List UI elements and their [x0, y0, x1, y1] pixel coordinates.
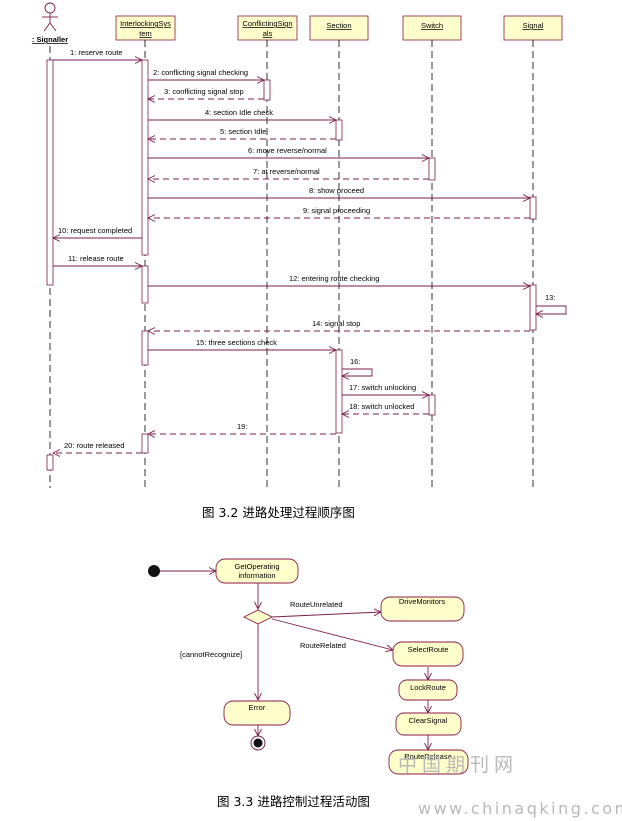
- actor-head: [44, 2, 56, 14]
- lifeline-header-switch: Switch: [402, 15, 462, 41]
- actor-signaller: : Signaller: [32, 2, 68, 44]
- activation-interlocking-4: [141, 433, 149, 454]
- activity-edges: [160, 571, 428, 750]
- msg-label-16: 16:: [350, 357, 360, 366]
- msg-label-6: 6: move reverse/normal: [248, 146, 327, 155]
- activation-signal-1: [529, 196, 537, 220]
- lifeline-header-signal: Signal: [503, 15, 563, 41]
- activation-signaller-1: [46, 59, 54, 286]
- node-get-operating-label-2: information: [238, 571, 275, 580]
- msg-label-4: 4: section Idle check: [205, 108, 273, 117]
- msg-label-7: 7: at reverse/normal: [253, 167, 320, 176]
- node-get-operating: GetOperating information: [215, 558, 299, 584]
- node-clear-signal-label: ClearSignal: [409, 716, 448, 725]
- initial-node: [148, 565, 160, 577]
- lifeline-header-interlocking: InterlockingSys tem: [115, 15, 176, 41]
- activation-interlocking-2: [141, 265, 149, 304]
- sequence-caption: 图 3.2 进路处理过程顺序图: [202, 505, 355, 520]
- activation-signal-2: [529, 284, 537, 331]
- node-lock-route-label: LockRoute: [410, 683, 446, 692]
- message-arrows: [53, 60, 567, 453]
- lifeline-label-interlocking-1: InterlockingSys: [120, 19, 171, 28]
- lifeline-label-conflicting-1: ConflictingSign: [242, 19, 292, 28]
- activity-diagram: GetOperating information DriveMonitors S…: [148, 558, 469, 809]
- lifeline-label-switch: Switch: [421, 21, 443, 30]
- msg-label-17: 17: switch unlocking: [349, 383, 416, 392]
- activation-section-2: [335, 349, 343, 434]
- final-node: [250, 735, 266, 751]
- lifeline-label-section: Section: [326, 21, 351, 30]
- lifelines: [49, 40, 534, 488]
- decision-node: [242, 609, 274, 625]
- node-drive-monitors: DriveMonitors: [380, 596, 465, 622]
- msg-label-19: 19:: [237, 422, 247, 431]
- guard-route-related: RouteRelated: [300, 641, 346, 650]
- msg-label-15: 15: three sections check: [196, 338, 277, 347]
- msg-arrow-13: [536, 305, 567, 314]
- node-route-release-label: RouteRelease: [404, 752, 452, 761]
- actor-leg-right: [49, 22, 57, 32]
- msg-label-13: 13:: [545, 293, 555, 302]
- msg-label-3: 3: conflicting signal stop: [164, 87, 244, 96]
- msg-label-8: 8: show proceed: [309, 186, 364, 195]
- activation-interlocking-1: [141, 59, 149, 256]
- lifeline-label-conflicting-2: als: [263, 29, 273, 38]
- activation-switch-2: [428, 394, 436, 416]
- node-lock-route: LockRoute: [398, 679, 458, 701]
- msg-label-2: 2: conflicting signal checking: [153, 68, 248, 77]
- actor-leg-left: [43, 22, 51, 32]
- node-error: Error: [223, 700, 291, 726]
- guard-cannot-recognize: [cannotRecognize]: [180, 650, 242, 659]
- node-get-operating-label-1: GetOperating: [234, 562, 279, 571]
- message-labels: 1: reserve route 2: conflicting signal c…: [58, 48, 555, 450]
- activation-conflicting: [263, 79, 271, 101]
- watermark: 中国期刊网 www.chinaqking.com: [398, 754, 622, 818]
- edge-decision-to-select: [271, 618, 393, 650]
- activation-section-1: [335, 119, 343, 141]
- msg-label-5: 5: section Idle: [220, 127, 266, 136]
- activation-switch-1: [428, 157, 436, 181]
- msg-label-14: 14: signal stop: [312, 319, 360, 328]
- edge-decision-to-drive: [271, 612, 381, 618]
- msg-label-9: 9: signal proceeding: [303, 206, 370, 215]
- msg-label-1: 1: reserve route: [70, 48, 123, 57]
- lifeline-label-signal: Signal: [523, 21, 544, 30]
- node-route-release: RouteRelease: [388, 749, 469, 775]
- lifeline-label-interlocking-2: tem: [139, 29, 152, 38]
- activation-interlocking-3: [141, 330, 149, 366]
- activity-caption: 图 3.3 进路控制过程活动图: [217, 794, 370, 809]
- lifeline-header-section: Section: [309, 15, 369, 41]
- msg-label-11: 11: release route: [68, 254, 124, 263]
- node-drive-monitors-label: DriveMonitors: [399, 597, 446, 606]
- actor-label: : Signaller: [32, 35, 68, 44]
- lifeline-header-conflicting: ConflictingSign als: [237, 15, 298, 41]
- node-select-route: SelectRoute: [392, 641, 464, 667]
- msg-label-10: 10: request completed: [58, 226, 132, 235]
- msg-label-20: 20: route released: [64, 441, 124, 450]
- msg-label-18: 18: switch unlocked: [349, 402, 414, 411]
- msg-arrow-16: [342, 368, 373, 376]
- msg-label-12: 12: entering route checking: [289, 274, 379, 283]
- node-select-route-label: SelectRoute: [408, 645, 449, 654]
- sequence-diagram: : Signaller InterlockingSys tem Conflict…: [32, 2, 567, 520]
- node-clear-signal: ClearSignal: [395, 712, 462, 736]
- watermark-cn: 中国期刊网: [398, 754, 518, 776]
- activation-signaller-2: [46, 454, 54, 471]
- watermark-url: www.chinaqking.com: [418, 799, 622, 818]
- guard-route-unrelated: RouteUnrelated: [290, 600, 343, 609]
- node-error-label: Error: [249, 703, 266, 712]
- activations: [46, 59, 537, 471]
